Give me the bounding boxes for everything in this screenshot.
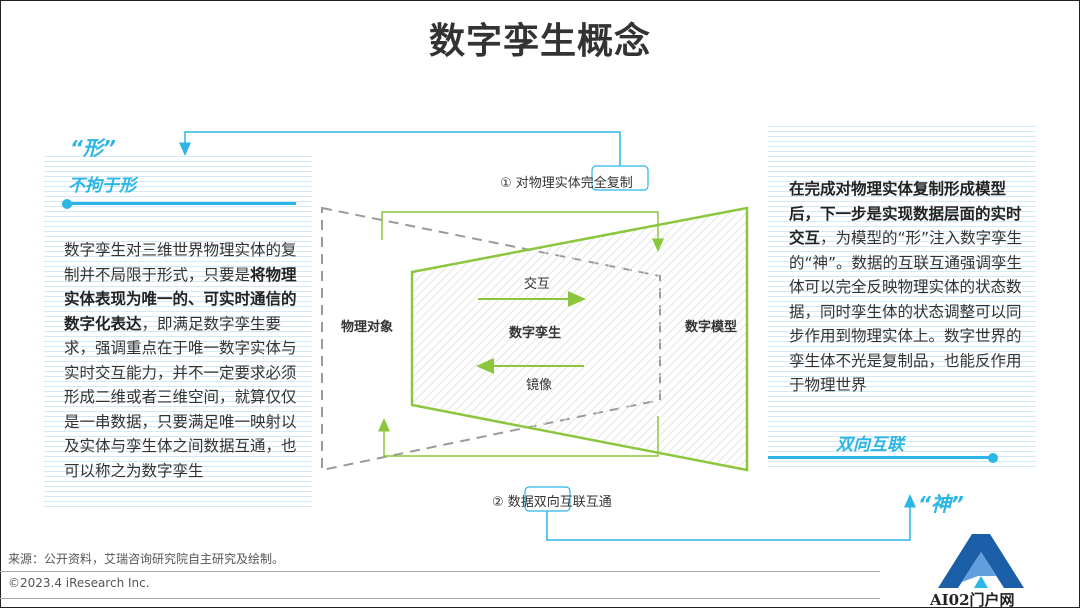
- right-node-label: 数字模型: [685, 320, 738, 335]
- right-quote: “神”: [918, 492, 964, 516]
- bottom-connector-line: [546, 494, 916, 541]
- footer-divider-top: [0, 571, 880, 572]
- left-panel-background: [44, 152, 312, 510]
- mirror-label: 镜像: [526, 378, 553, 393]
- center-node-label: 数字孪生: [509, 326, 562, 341]
- top-connector-box: [591, 165, 649, 191]
- copyright: ©2023.4 iResearch Inc.: [8, 576, 150, 590]
- left-paragraph-part-1: 数字孪生对三维世界物理实体的复制并不局限于形式，只要是: [64, 241, 297, 284]
- digital-model-shape: [410, 206, 749, 472]
- left-paragraph: 数字孪生对三维世界物理实体的复制并不局限于形式，只要是将物理实体表现为唯一的、可…: [64, 238, 302, 483]
- right-paragraph: 在完成对物理实体复制形成模型后，下一步是实现数据层面的实时交互，为模型的“形”注…: [789, 177, 1027, 398]
- step2-label: ② 数据双向互联互通: [492, 495, 612, 510]
- left-bar: [66, 202, 296, 205]
- step1-label: ① 对物理实体完全复制: [500, 176, 633, 191]
- source-note: 来源：公开资料，艾瑞咨询研究院自主研究及绘制。: [8, 552, 285, 566]
- right-tag: 双向互联: [836, 435, 904, 455]
- left-paragraph-emphasis: 将物理实体表现为唯一的、可实时通信的数字化表达: [64, 265, 297, 333]
- right-bar: [768, 456, 994, 459]
- footer-divider-bottom: [0, 598, 880, 599]
- left-node-label: 物理对象: [341, 320, 394, 335]
- right-paragraph-rest: ，为模型的“形”注入数字孪生的“神”。数据的互联互通强调孪生体可以完全反映物理实…: [789, 229, 1023, 394]
- right-panel-background: [768, 122, 1036, 470]
- top-connector-line: [179, 131, 621, 166]
- bottom-green-connector: [378, 416, 659, 457]
- page-title: 数字孪生概念: [428, 21, 651, 62]
- right-paragraph-emphasis: 在完成对物理实体复制形成模型后，下一步是实现数据层面的实时交互: [789, 180, 1022, 247]
- watermark-logo-icon: [938, 534, 1024, 588]
- watermark-text: AI02门户网: [930, 591, 1015, 609]
- interaction-label: 交互: [524, 277, 551, 292]
- top-green-connector: [381, 211, 664, 252]
- right-bar-dot: [988, 453, 998, 463]
- left-quote: “形”: [70, 136, 116, 160]
- bottom-connector-box: [524, 486, 571, 512]
- left-paragraph-part-3: ，即满足数字孪生要求，强调重点在于唯一数字实体与实时交互能力，并不一定要求必须形…: [64, 314, 297, 480]
- left-tag: 不拘于形: [68, 176, 136, 196]
